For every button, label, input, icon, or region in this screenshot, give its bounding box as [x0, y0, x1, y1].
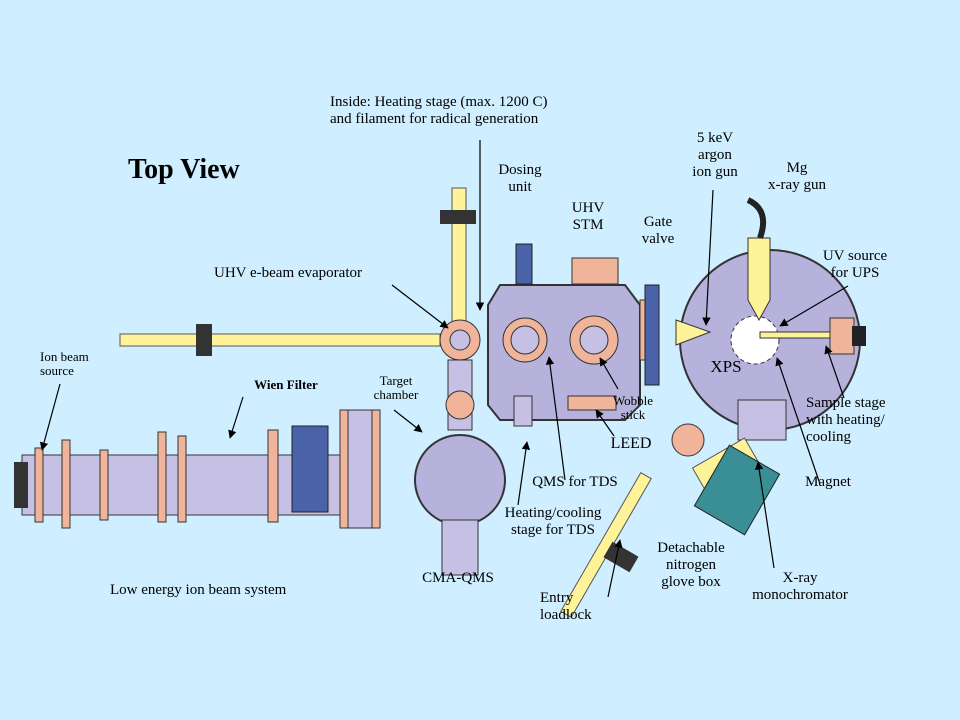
label-heating-cooling: Heating/cooling stage for TDS: [504, 505, 602, 538]
argon-gun-tip: [675, 319, 712, 346]
label-gate-valve: Gate valve: [641, 214, 675, 247]
label-xray-gun: Mg x-ray gun: [768, 160, 826, 193]
label-leed: LEED: [610, 435, 652, 452]
label-dosing-unit: Dosing unit: [498, 162, 542, 195]
label-target-chamber: Target chamber: [373, 373, 419, 402]
label-glove-box: Detachable nitrogen glove box: [657, 540, 725, 590]
ion-source-cap: [14, 462, 28, 508]
dosing-valve: [515, 243, 533, 285]
horizontal-manipulator: [119, 333, 441, 347]
ion-beam-magnet: [291, 425, 329, 513]
label-xps: XPS: [710, 357, 742, 376]
manipulator-cap: [440, 210, 476, 224]
label-qms-tds: QMS for TDS: [532, 474, 618, 490]
label-xray-mono: X-ray monochromator: [752, 570, 848, 603]
label-inside-heating: Inside: Heating stage (max. 1200 C) and …: [330, 94, 548, 127]
label-argon-gun: 5 keV argon ion gun: [692, 130, 738, 180]
label-sample-stage: Sample stage with heating/ cooling: [806, 395, 886, 445]
ion-beam-line: [14, 409, 381, 529]
leader-lines: [39, 140, 849, 598]
label-ebeam: UHV e-beam evaporator: [214, 265, 362, 281]
label-uv-source: UV source for UPS: [822, 248, 888, 281]
vertical-manipulator: [451, 187, 467, 329]
label-magnet: Magnet: [805, 474, 851, 490]
label-low-energy: Low energy ion beam system: [110, 582, 287, 598]
stm-flange: [571, 257, 619, 285]
label-ion-source: Ion beam source: [40, 349, 89, 378]
label-wien-filter: Wien Filter: [254, 377, 318, 392]
gate-valve: [644, 284, 660, 386]
page-title: Top View: [128, 154, 240, 185]
xray-gun: [747, 237, 771, 322]
label-cma-qms: CMA-QMS: [422, 570, 494, 586]
label-entry-loadlock: Entry loadlock: [540, 590, 592, 623]
label-uhv-stm: UHV STM: [571, 200, 605, 233]
label-wobble-stick: Wobble stick: [612, 393, 654, 422]
